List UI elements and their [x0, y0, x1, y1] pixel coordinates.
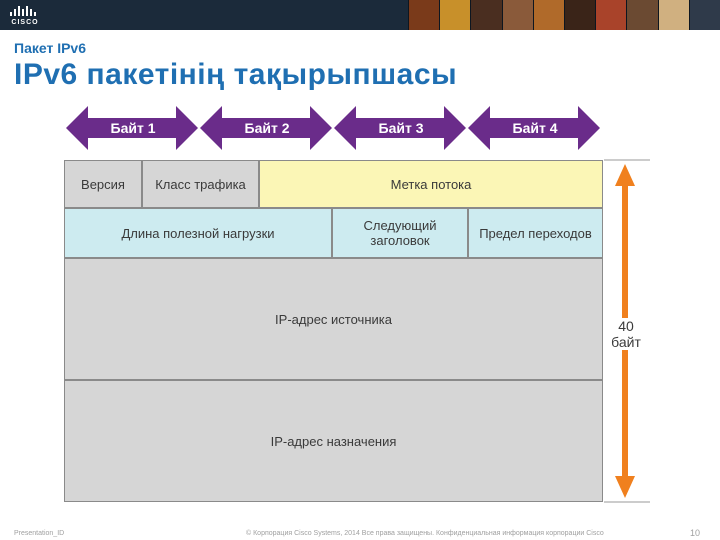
field-hop-limit: Предел переходов [468, 208, 603, 258]
field-destination-address: IP-адрес назначения [64, 380, 603, 502]
photo-tile [626, 0, 658, 30]
field-source-address: IP-адрес источника [64, 258, 603, 380]
slide-title: IPv6 пакетінің тақырыпшасы [14, 58, 458, 91]
footer-copyright: © Корпорация Cisco Systems, 2014 Все пра… [246, 530, 604, 537]
slide-subtitle: Пакет IPv6 [14, 40, 87, 56]
byte-3-label: Байт 3 [378, 120, 424, 136]
photo-tile [595, 0, 627, 30]
logo-text: CISCO [11, 19, 39, 26]
byte-3-arrow [334, 106, 466, 150]
field-payload-length: Длина полезной нагрузки [64, 208, 332, 258]
cisco-logo: CISCO [8, 4, 42, 26]
field-next-header: Следующий заголовок [332, 208, 468, 258]
photo-tile [501, 0, 533, 30]
photo-tile [408, 0, 440, 30]
byte-4-arrow [468, 106, 600, 150]
header-size-label: 40 байт [606, 318, 646, 350]
size-arrow-up-head [615, 164, 635, 186]
byte-2-label: Байт 2 [244, 120, 290, 136]
photo-tile [532, 0, 565, 30]
photo-tile [564, 0, 596, 30]
field-flow-label: Метка потока [259, 160, 603, 208]
cisco-bars-icon [10, 6, 36, 16]
photo-tile [688, 0, 720, 30]
byte-1-label: Байт 1 [110, 120, 156, 136]
field-version: Версия [64, 160, 142, 208]
page-number: 10 [690, 528, 701, 538]
photo-tile [657, 0, 689, 30]
photo-tile [439, 0, 471, 30]
photo-tile [470, 0, 502, 30]
footer-presentation-id: Presentation_ID [14, 530, 65, 537]
byte-2-arrow [200, 106, 332, 150]
field-traffic-class: Класс трафика [142, 160, 259, 208]
byte-4-label: Байт 4 [512, 120, 558, 136]
photo-strip [408, 0, 720, 30]
byte-1-arrow [66, 106, 198, 150]
size-arrow-down-head [615, 476, 635, 498]
top-banner: CISCO [0, 0, 720, 30]
